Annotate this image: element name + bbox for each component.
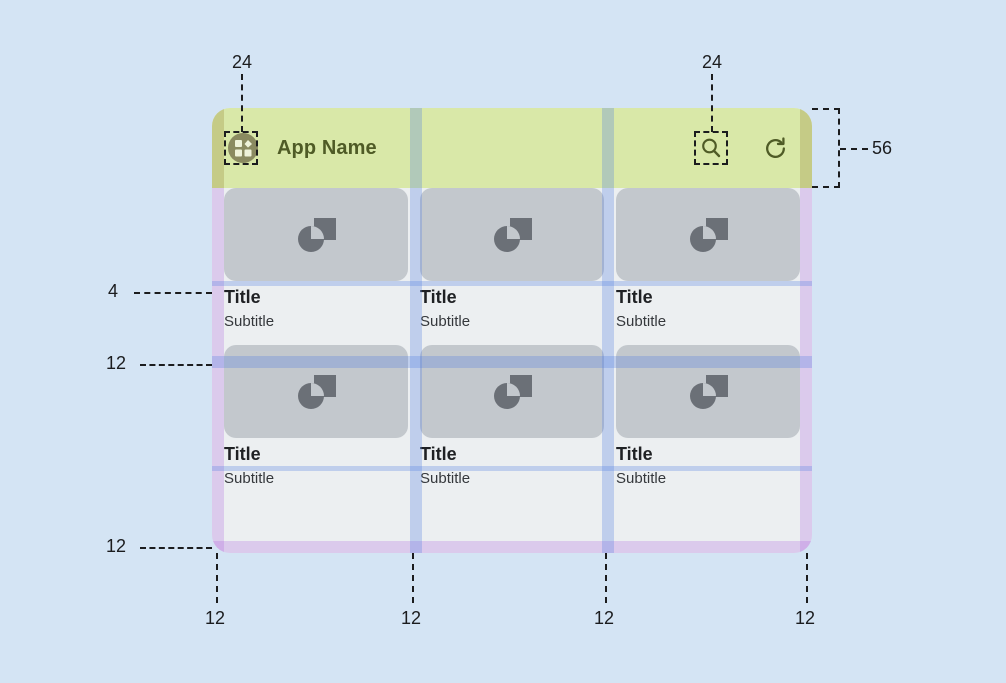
annotation-label-search-24: 24 xyxy=(702,52,723,72)
image-placeholder-icon xyxy=(420,345,604,439)
image-placeholder-icon xyxy=(224,188,408,281)
refresh-icon[interactable] xyxy=(762,135,788,161)
leader-line-gutter-2 xyxy=(412,553,414,603)
card-item[interactable]: Title Subtitle xyxy=(420,188,604,334)
image-placeholder-icon xyxy=(420,188,604,281)
card-subtitle: Subtitle xyxy=(420,313,471,331)
card-item[interactable]: Title Subtitle xyxy=(616,345,800,491)
leader-line-gutter-3 xyxy=(605,553,607,603)
card-title: Title xyxy=(420,444,457,465)
annotation-label-appbar-56: 56 xyxy=(872,138,893,158)
annotation-label-gap-4: 4 xyxy=(108,281,119,301)
app-bar: App Name xyxy=(212,108,812,188)
annotation-label-rowgap-12: 12 xyxy=(106,353,127,373)
card-text: Title Subtitle xyxy=(224,438,408,490)
image-placeholder-icon xyxy=(616,188,800,281)
leader-line-gap-4 xyxy=(134,292,212,294)
card-subtitle: Subtitle xyxy=(616,313,667,331)
annotation-label-gutter-4: 12 xyxy=(795,608,816,628)
card-item[interactable]: Title Subtitle xyxy=(420,345,604,491)
card-subtitle: Subtitle xyxy=(420,470,471,488)
leader-line-appbar-56 xyxy=(840,148,868,150)
annotation-label-logo-24: 24 xyxy=(232,52,253,72)
annotation-label-gutter-2: 12 xyxy=(401,608,422,628)
card-title: Title xyxy=(420,287,457,307)
card-title: Title xyxy=(616,444,653,465)
leader-line-rowgap-12 xyxy=(140,364,212,366)
card-text: Title Subtitle xyxy=(420,438,604,490)
card-text: Title Subtitle xyxy=(616,438,800,490)
search-icon[interactable] xyxy=(698,135,724,161)
app-frame: App Name xyxy=(212,108,812,553)
card-subtitle: Subtitle xyxy=(224,470,275,488)
card-subtitle: Subtitle xyxy=(224,313,275,331)
annotation-label-gutter-3: 12 xyxy=(594,608,615,628)
app-bar-actions xyxy=(698,108,788,188)
card-text: Title Subtitle xyxy=(616,281,800,333)
card-item[interactable]: Title Subtitle xyxy=(224,345,408,491)
margin-overlay-bottom xyxy=(212,541,812,553)
leader-line-bottom-12 xyxy=(140,547,212,549)
card-subtitle: Subtitle xyxy=(616,470,667,488)
appbar-height-bracket xyxy=(812,108,840,188)
card-text: Title Subtitle xyxy=(420,281,604,333)
image-placeholder-icon xyxy=(616,345,800,439)
app-grid-logo-icon[interactable] xyxy=(228,133,258,163)
card-title: Title xyxy=(616,287,653,307)
annotation-label-bottom-12: 12 xyxy=(106,536,127,556)
card-text: Title Subtitle xyxy=(224,281,408,333)
app-bar-leading: App Name xyxy=(212,133,377,163)
app-title: App Name xyxy=(277,136,377,159)
card-item[interactable]: Title Subtitle xyxy=(616,188,800,334)
card-item[interactable]: Title Subtitle xyxy=(224,188,408,334)
annotation-label-gutter-1: 12 xyxy=(205,608,226,628)
leader-line-gutter-1 xyxy=(216,553,218,603)
leader-line-gutter-4 xyxy=(806,553,808,603)
image-placeholder-icon xyxy=(224,345,408,439)
card-grid: Title Subtitle Title Subtitle xyxy=(212,188,812,502)
card-title: Title xyxy=(224,287,261,307)
card-title: Title xyxy=(224,444,261,465)
